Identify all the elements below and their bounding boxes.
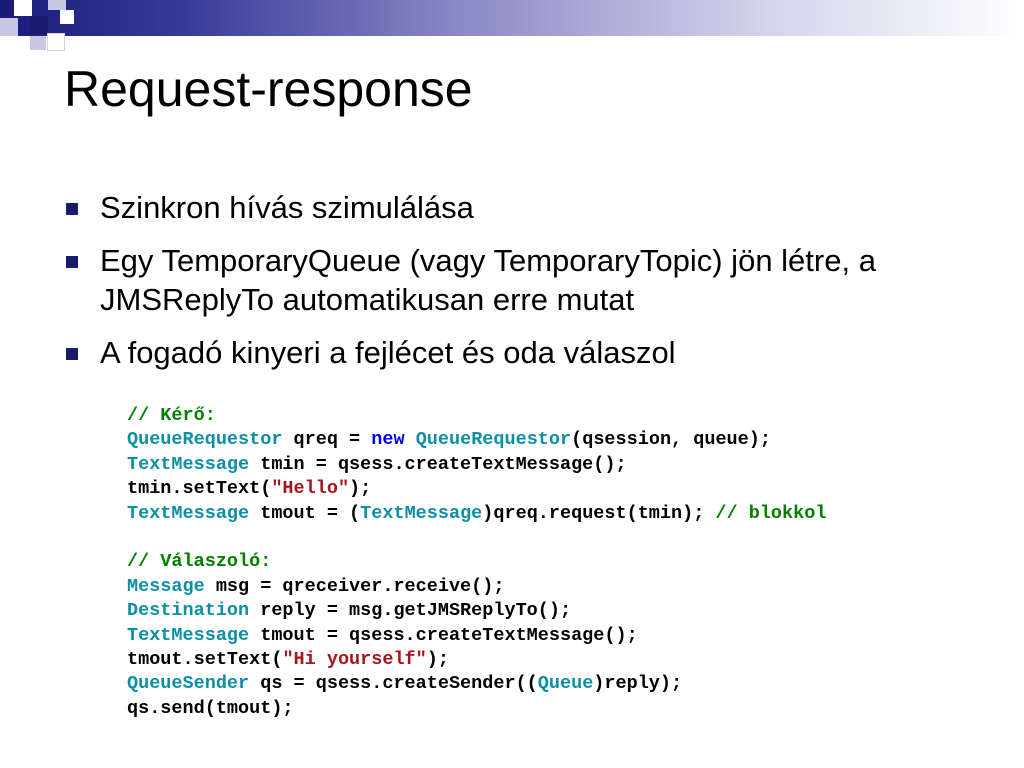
corner-square-white [60, 10, 74, 24]
code-token-comment: // Válaszoló: [127, 551, 272, 573]
code-line: TextMessage tmout = (TextMessage)qreq.re… [127, 502, 1007, 526]
code-token-plain: qs.send(tmout); [127, 697, 294, 719]
code-line: qs.send(tmout); [127, 697, 1007, 721]
code-line: // Válaszoló: [127, 550, 1007, 574]
code-token-plain: tmin.setText( [127, 478, 272, 500]
corner-square-white [48, 34, 64, 50]
corner-square-light [0, 18, 18, 36]
code-token-comment: // Kérő: [127, 405, 216, 426]
code-token-keyword: new [371, 429, 405, 451]
code-token-comment: // blokkol [715, 502, 827, 524]
code-token-type: TextMessage [127, 453, 250, 475]
corner-square-navy [30, 16, 48, 34]
code-token-type: TextMessage [127, 502, 250, 524]
bullet-item: Szinkron hívás szimulálása [64, 188, 1004, 227]
header-gradient-bar [0, 0, 1024, 36]
code-line [127, 526, 1007, 550]
code-line: Destination reply = msg.getJMSReplyTo(); [127, 599, 1007, 623]
code-token-type: Destination [127, 600, 250, 622]
code-token-plain [405, 429, 416, 450]
code-token-plain: tmout = qsess.createTextMessage(); [249, 624, 638, 646]
code-token-plain: qreq = [282, 429, 372, 451]
corner-square-light [48, 0, 66, 10]
square-bullet-icon [66, 256, 78, 268]
code-token-plain: tmin = qsess.createTextMessage(); [249, 453, 627, 475]
code-token-string: "Hi yourself" [282, 648, 427, 670]
square-bullet-icon [66, 203, 78, 215]
code-line: QueueRequestor qreq = new QueueRequestor… [127, 428, 1007, 452]
code-token-plain: )reply); [593, 673, 683, 695]
corner-square-light [30, 36, 46, 50]
code-line: tmout.setText("Hi yourself"); [127, 648, 1007, 672]
bullet-item: Egy TemporaryQueue (vagy TemporaryTopic)… [64, 241, 1004, 319]
code-line: tmin.setText("Hello"); [127, 477, 1007, 501]
code-token-type: QueueRequestor [127, 429, 283, 451]
bullet-list: Szinkron hívás szimulálása Egy Temporary… [64, 188, 1004, 386]
code-token-plain: qs = qsess.createSender(( [249, 673, 538, 695]
corner-square-white [14, 0, 32, 16]
code-token-type: QueueSender [127, 673, 250, 695]
bullet-text: Egy TemporaryQueue (vagy TemporaryTopic)… [100, 243, 876, 317]
code-token-plain: msg = qreceiver.receive(); [204, 575, 505, 597]
code-token-type: TextMessage [127, 624, 250, 646]
code-token-type: Message [127, 575, 205, 597]
code-line: TextMessage tmout = qsess.createTextMess… [127, 624, 1007, 648]
code-token-plain: ); [426, 648, 449, 670]
code-token-plain: (qsession, queue); [571, 429, 771, 451]
code-token-type: TextMessage [360, 502, 483, 524]
code-token-type: Queue [537, 673, 594, 695]
code-line: // Kérő: [127, 404, 1007, 428]
code-token-string: "Hello" [271, 478, 350, 500]
code-token-type: QueueRequestor [415, 429, 572, 451]
code-token-plain: tmout.setText( [127, 648, 283, 670]
code-line: Message msg = qreceiver.receive(); [127, 575, 1007, 599]
code-line: TextMessage tmin = qsess.createTextMessa… [127, 453, 1007, 477]
bullet-item: A fogadó kinyeri a fejlécet és oda válas… [64, 333, 1004, 372]
bullet-text: Szinkron hívás szimulálása [100, 190, 474, 225]
code-token-plain: reply = msg.getJMSReplyTo(); [249, 600, 572, 622]
slide-title: Request-response [64, 61, 473, 117]
code-block: // Kérő:QueueRequestor qreq = new QueueR… [127, 404, 1007, 721]
code-line: QueueSender qs = qsess.createSender((Que… [127, 672, 1007, 696]
code-token-plain: ); [349, 478, 372, 500]
code-token-plain: )qreq.request(tmin); [482, 502, 716, 524]
bullet-text: A fogadó kinyeri a fejlécet és oda válas… [100, 335, 676, 370]
square-bullet-icon [66, 348, 78, 360]
code-token-plain: tmout = ( [249, 502, 361, 524]
